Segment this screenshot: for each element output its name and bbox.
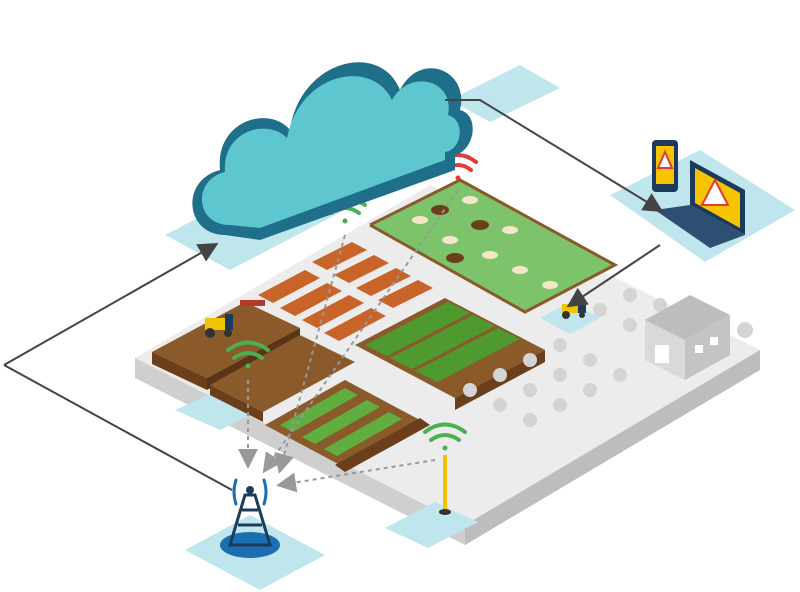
crop-beds <box>258 242 433 341</box>
phone-alert-icon <box>652 140 678 192</box>
laptop-alert-icon <box>655 160 745 248</box>
sensor-field-pad <box>385 502 478 548</box>
tractor-icon <box>205 300 265 338</box>
wifi-green-icon <box>226 340 270 369</box>
cell-tower-icon <box>220 478 280 558</box>
sensor-field <box>439 455 451 515</box>
sensor-signal-arrows <box>238 189 459 493</box>
arrow-pad <box>450 65 560 122</box>
barn-icon <box>645 295 730 380</box>
connection-arrows <box>3 99 664 491</box>
soil-field <box>152 302 355 422</box>
wifi-green-icon <box>423 422 467 451</box>
vegetable-beds <box>265 380 430 472</box>
livestock-pasture <box>369 178 619 314</box>
cloud-icon <box>192 62 473 240</box>
